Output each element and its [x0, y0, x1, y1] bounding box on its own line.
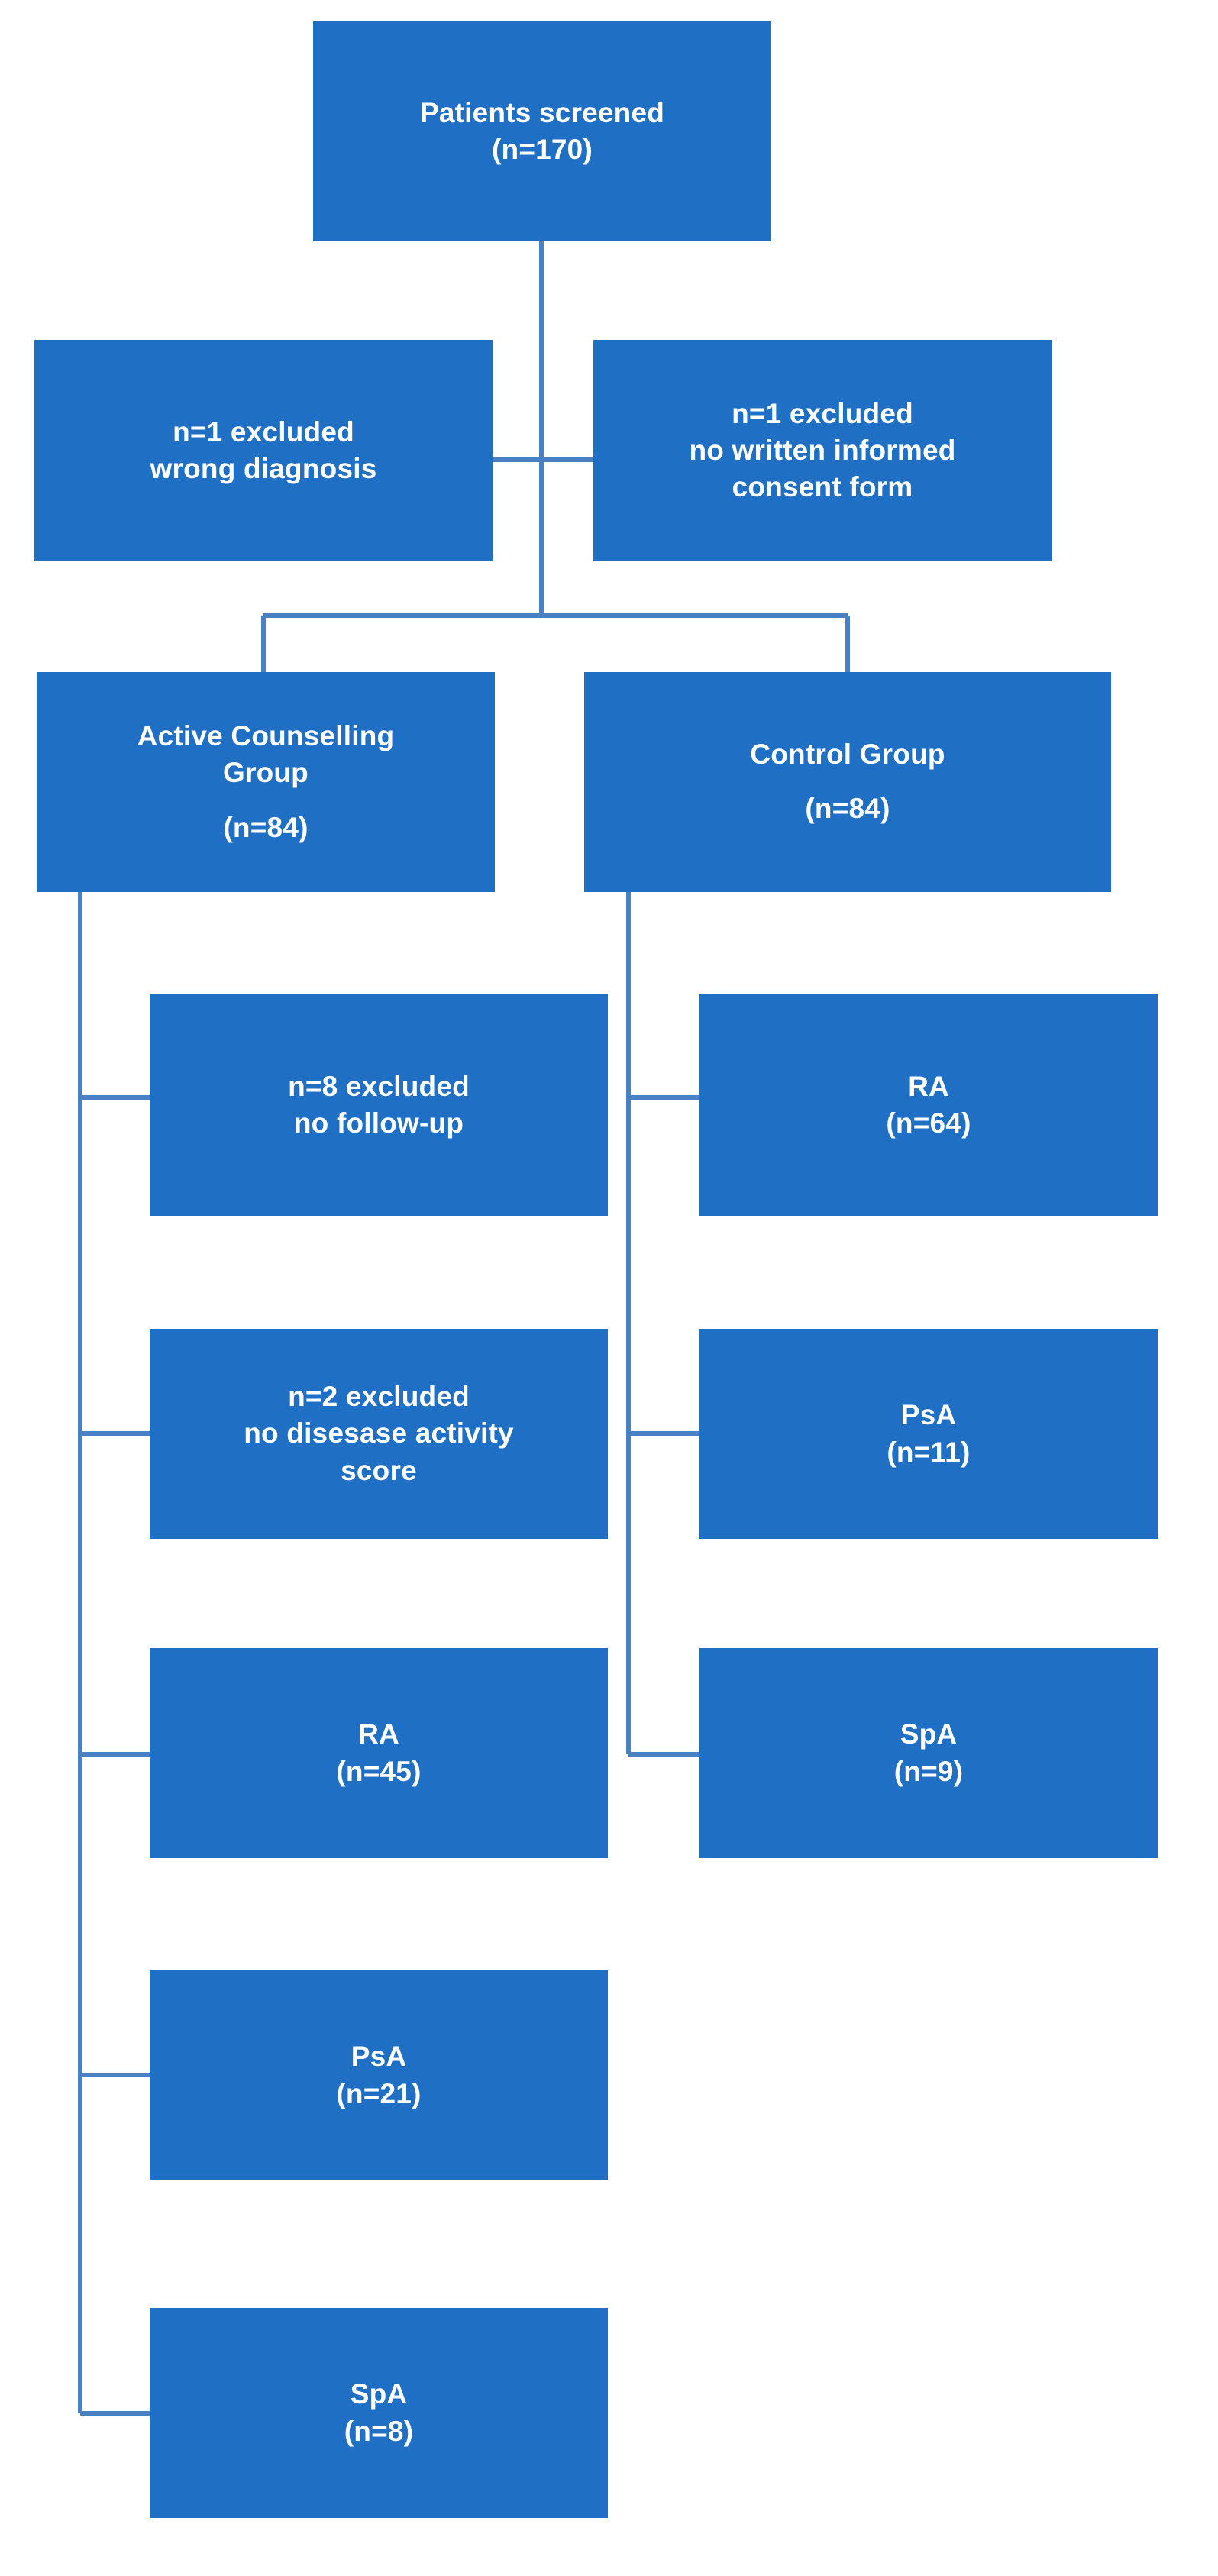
node-active-excluded-no-activity-score[interactable]: n=2 excluded no disesase activity score — [150, 1329, 608, 1539]
node-line: (n=84) — [805, 793, 890, 825]
node-control-ra[interactable]: RA (n=64) — [699, 994, 1158, 1216]
node-active-spa[interactable]: SpA (n=8) — [150, 2308, 608, 2518]
node-control-psa[interactable]: PsA (n=11) — [699, 1329, 1158, 1539]
node-line: PsA — [900, 1399, 957, 1431]
node-line: (n=84) — [223, 811, 309, 843]
node-line: Patients screened — [419, 96, 665, 128]
node-line: PsA — [351, 2041, 407, 2073]
node-active-excluded-no-followup[interactable]: n=8 excluded no follow-up — [150, 994, 608, 1216]
node-active-ra[interactable]: RA (n=45) — [150, 1648, 608, 1858]
node-line: (n=11) — [887, 1436, 971, 1468]
node-line: RA — [908, 1070, 949, 1102]
node-excluded-no-consent[interactable]: n=1 excluded no written informed consent… — [593, 340, 1052, 561]
node-line: n=1 excluded — [732, 397, 913, 429]
node-line: no disesase activity — [244, 1417, 514, 1450]
node-line: n=1 excluded — [173, 415, 354, 448]
node-line: Group — [223, 757, 309, 789]
node-line: (n=8) — [344, 2415, 414, 2447]
node-line: (n=9) — [893, 1755, 964, 1787]
node-line: (n=170) — [492, 134, 593, 165]
node-line: (n=64) — [886, 1107, 971, 1139]
node-line: Active Counselling — [137, 720, 395, 752]
node-control-spa[interactable]: SpA (n=9) — [699, 1648, 1158, 1858]
node-line: RA — [358, 1718, 399, 1750]
node-line: SpA — [900, 1718, 958, 1750]
node-line: (n=45) — [336, 1755, 422, 1787]
node-control-group[interactable]: Control Group (n=84) — [584, 672, 1111, 892]
node-line: SpA — [350, 2378, 408, 2410]
node-line: (n=21) — [336, 2077, 422, 2109]
node-line: n=2 excluded — [288, 1381, 470, 1413]
node-line: n=8 excluded — [288, 1070, 470, 1102]
node-line: consent form — [732, 471, 913, 503]
node-line: Control Group — [750, 739, 945, 771]
node-line: score — [341, 1454, 417, 1486]
node-line: no written informed — [689, 434, 956, 466]
node-active-psa[interactable]: PsA (n=21) — [150, 1970, 608, 2180]
node-excluded-wrong-diagnosis[interactable]: n=1 excluded wrong diagnosis — [34, 340, 493, 561]
node-active-counselling-group[interactable]: Active Counselling Group (n=84) — [37, 672, 495, 892]
node-patients-screened[interactable]: Patients screened (n=170) — [313, 21, 771, 241]
node-line: wrong diagnosis — [150, 453, 377, 484]
node-line: no follow-up — [293, 1107, 464, 1139]
